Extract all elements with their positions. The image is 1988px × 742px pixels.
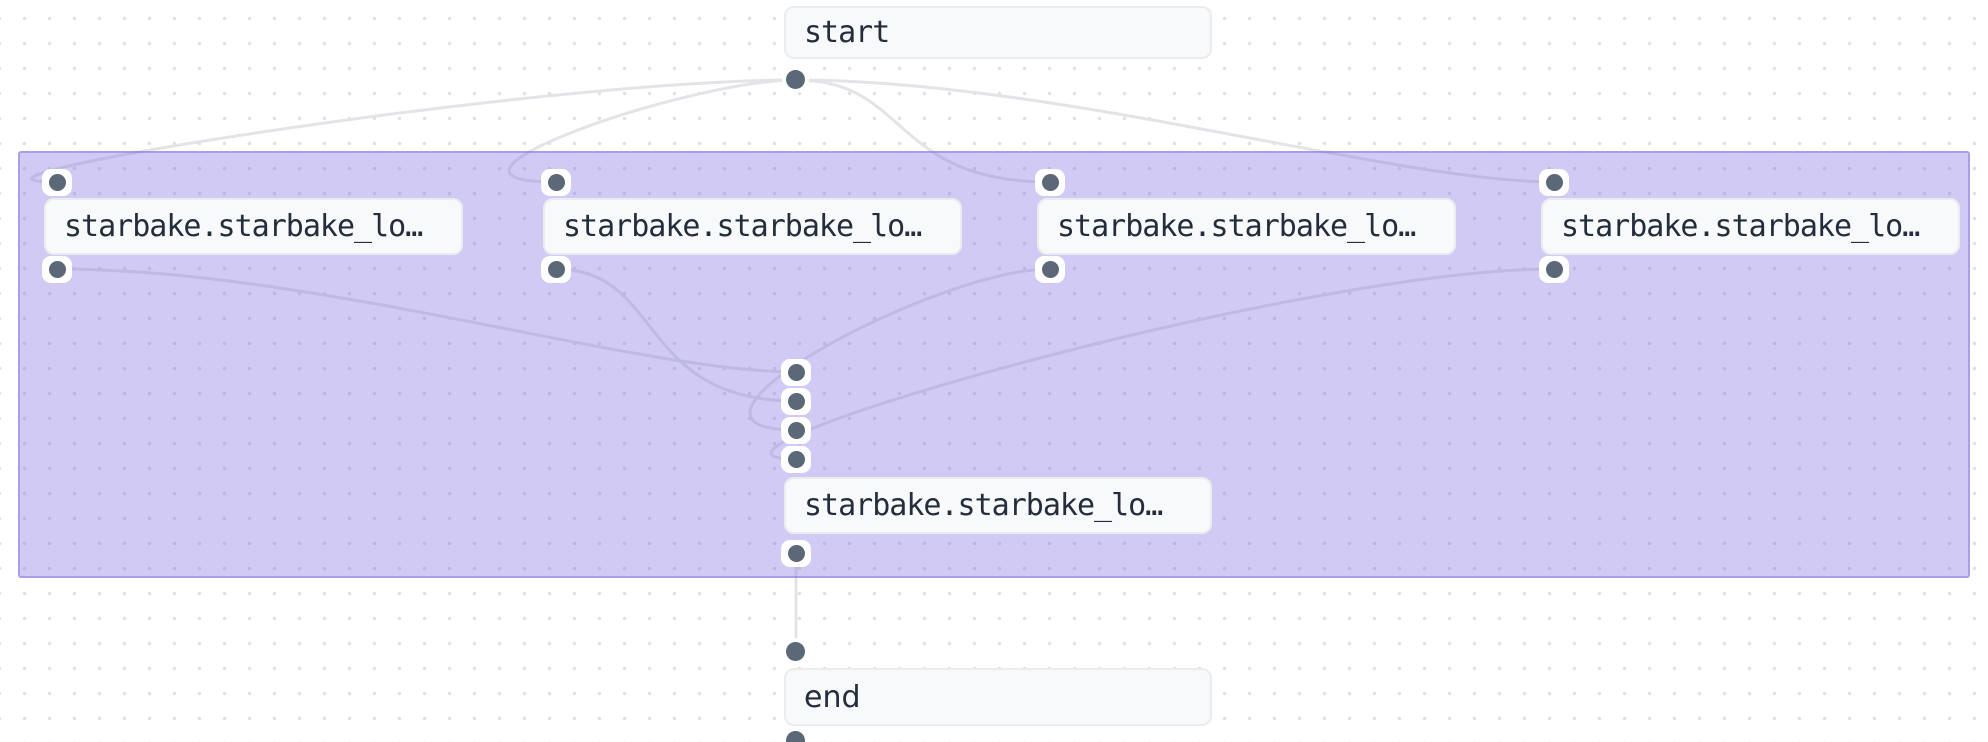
node-start-label: start — [804, 15, 890, 50]
edge-task-4-collector[interactable] — [770, 267, 1556, 461]
port-handle-end-in[interactable] — [786, 642, 805, 661]
node-task-2-label: starbake.starbake_lo… — [563, 209, 922, 244]
node-end[interactable]: end — [784, 668, 1212, 726]
port-handle-task-1-in[interactable] — [42, 169, 72, 196]
edge-start-task-4[interactable] — [794, 78, 1556, 184]
node-collector-label: starbake.starbake_lo… — [804, 488, 1163, 523]
edge-task-1-collector[interactable] — [55, 267, 798, 374]
node-start[interactable]: start — [784, 6, 1212, 59]
port-handle-collector-in-4[interactable] — [781, 446, 811, 473]
node-task-1[interactable]: starbake.starbake_lo… — [44, 198, 463, 255]
node-task-2[interactable]: starbake.starbake_lo… — [543, 198, 962, 255]
node-task-1-label: starbake.starbake_lo… — [64, 209, 423, 244]
port-handle-task-4-out[interactable] — [1539, 256, 1569, 283]
port-handle-task-1-out[interactable] — [42, 256, 72, 283]
edge-start-task-2[interactable] — [507, 78, 798, 184]
port-handle-task-4-in[interactable] — [1539, 169, 1569, 196]
port-handle-end-out[interactable] — [786, 731, 805, 742]
edge-start-task-1[interactable] — [30, 78, 798, 184]
port-handle-task-3-out[interactable] — [1035, 256, 1065, 283]
node-task-4-label: starbake.starbake_lo… — [1561, 209, 1920, 244]
node-task-4[interactable]: starbake.starbake_lo… — [1541, 198, 1960, 255]
edge-task-3-collector[interactable] — [748, 267, 1052, 432]
port-handle-collector-in-1[interactable] — [781, 359, 811, 386]
edge-start-task-3[interactable] — [794, 78, 1052, 184]
port-handle-collector-in-3[interactable] — [781, 417, 811, 444]
node-task-3-label: starbake.starbake_lo… — [1057, 209, 1416, 244]
node-task-3[interactable]: starbake.starbake_lo… — [1037, 198, 1456, 255]
port-handle-collector-out[interactable] — [781, 540, 811, 567]
port-handle-collector-in-2[interactable] — [781, 388, 811, 415]
port-handle-task-2-in[interactable] — [541, 169, 571, 196]
port-handle-start-out[interactable] — [786, 70, 805, 89]
port-handle-task-2-out[interactable] — [541, 256, 571, 283]
edge-task-2-collector[interactable] — [554, 267, 798, 403]
node-collector[interactable]: starbake.starbake_lo… — [784, 477, 1212, 534]
port-handle-task-3-in[interactable] — [1035, 169, 1065, 196]
node-end-label: end — [804, 679, 861, 715]
